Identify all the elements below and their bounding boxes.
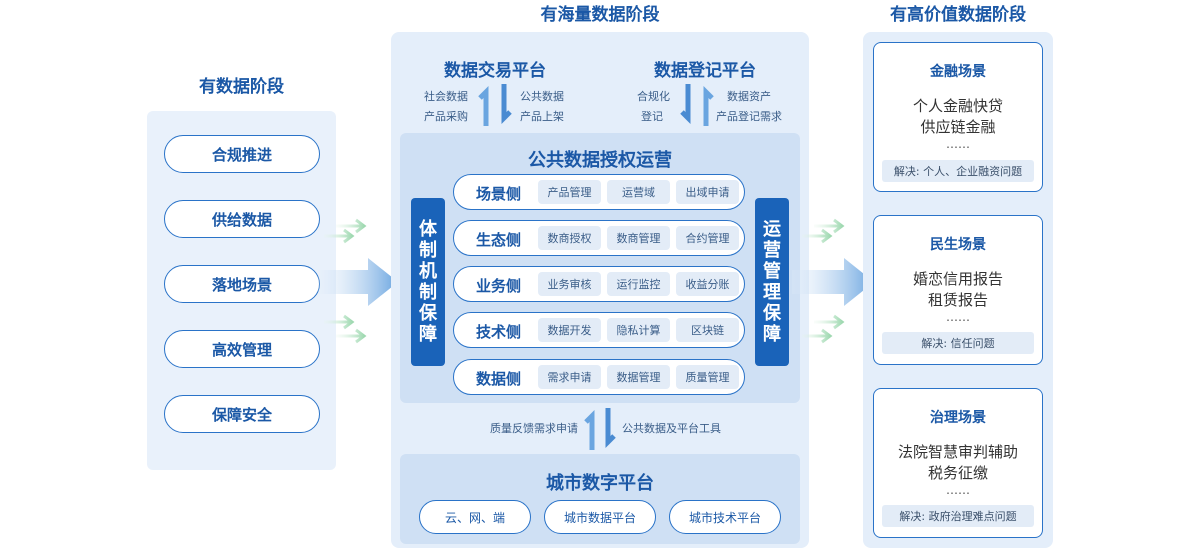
left-item-supply-data: 供给数据 xyxy=(164,200,320,238)
scenario-card-finance: 金融场景 个人金融快贷 供应链金融 …… 解决: 个人、企业融资问题 xyxy=(873,42,1043,192)
left-item-security: 保障安全 xyxy=(164,395,320,433)
row-chip: 出域申请 xyxy=(676,180,739,204)
scenario-ellipsis: …… xyxy=(946,310,970,324)
scenario-card-livelihood: 民生场景 婚恋信用报告 租赁报告 …… 解决: 信任问题 xyxy=(873,215,1043,365)
stage-title-right: 有高价值数据阶段 xyxy=(890,5,1026,25)
row-scenario-side: 场景侧 产品管理 运营域 出域申请 xyxy=(453,174,745,210)
city-item-cloud-network: 云、网、端 xyxy=(419,500,531,534)
trading-right-line-1: 公共数据 xyxy=(520,90,564,103)
row-chip: 区块链 xyxy=(676,318,739,342)
feedback-right-text: 公共数据及平台工具 xyxy=(622,422,721,435)
left-item-landing-scenario: 落地场景 xyxy=(164,265,320,303)
scenario-title: 治理场景 xyxy=(930,410,986,426)
row-chip: 产品管理 xyxy=(538,180,601,204)
trading-platform-title: 数据交易平台 xyxy=(444,61,546,81)
stage-title-left: 有数据阶段 xyxy=(199,77,284,97)
trading-left-line-1: 社会数据 xyxy=(424,90,468,103)
feedback-exchange-arrows-icon xyxy=(584,408,616,450)
right-bar-char: 营 xyxy=(763,240,781,261)
scenario-title: 金融场景 xyxy=(930,64,986,80)
row-chip: 隐私计算 xyxy=(607,318,670,342)
row-label: 生态侧 xyxy=(476,231,522,249)
registry-left-line-1: 合规化 xyxy=(637,90,670,103)
city-platform-title: 城市数字平台 xyxy=(546,473,654,494)
right-bar-char: 运 xyxy=(763,219,781,240)
scenario-line: 租赁报告 xyxy=(927,291,988,309)
row-label: 技术侧 xyxy=(476,323,522,341)
scenario-ellipsis: …… xyxy=(946,483,970,497)
right-bar-char: 理 xyxy=(763,282,781,303)
flow-arrows-right xyxy=(792,218,874,344)
row-chip: 数商授权 xyxy=(538,226,601,250)
row-chip: 收益分账 xyxy=(676,272,739,296)
trading-right-line-2: 产品上架 xyxy=(520,110,564,123)
row-label: 场景侧 xyxy=(476,185,522,203)
registry-right-line-1: 数据资产 xyxy=(727,90,771,103)
row-chip: 合约管理 xyxy=(676,226,739,250)
stage-title-middle: 有海量数据阶段 xyxy=(540,5,660,25)
scenario-line: 婚恋信用报告 xyxy=(912,270,1003,288)
row-chip: 数商管理 xyxy=(607,226,670,250)
trading-left-line-2: 产品采购 xyxy=(424,110,468,123)
left-bar-char: 障 xyxy=(419,324,437,345)
registry-left-line-2: 登记 xyxy=(641,110,663,123)
row-chip: 需求申请 xyxy=(538,365,601,389)
city-item-data-platform: 城市数据平台 xyxy=(544,500,656,534)
authorization-title: 公共数据授权运营 xyxy=(528,150,672,171)
row-chip: 业务审核 xyxy=(538,272,601,296)
trading-exchange-arrows-icon xyxy=(478,84,512,126)
scenario-line: 个人金融快贷 xyxy=(912,97,1003,115)
right-bar-char: 保 xyxy=(763,303,781,324)
row-business-side: 业务侧 业务审核 运行监控 收益分账 xyxy=(453,266,745,302)
scenario-solve-label: 解决: 政府治理难点问题 xyxy=(882,505,1034,527)
scenario-title: 民生场景 xyxy=(930,237,986,253)
scenario-line: 供应链金融 xyxy=(920,118,996,136)
row-technology-side: 技术侧 数据开发 隐私计算 区块链 xyxy=(453,312,745,348)
left-bar-char: 体 xyxy=(419,219,437,240)
left-bar-char: 制 xyxy=(419,240,437,261)
left-item-efficient-management: 高效管理 xyxy=(164,330,320,368)
registry-right-line-2: 产品登记需求 xyxy=(716,110,782,123)
flow-arrows-left xyxy=(318,218,398,344)
left-bar-char: 制 xyxy=(419,282,437,303)
left-item-compliance: 合规推进 xyxy=(164,135,320,173)
row-label: 数据侧 xyxy=(476,370,522,388)
scenario-line: 法院智慧审判辅助 xyxy=(897,443,1018,461)
scenario-solve-label: 解决: 个人、企业融资问题 xyxy=(882,160,1034,182)
scenario-card-governance: 治理场景 法院智慧审判辅助 税务征缴 …… 解决: 政府治理难点问题 xyxy=(873,388,1043,538)
right-bar-char: 管 xyxy=(763,261,781,282)
row-chip: 质量管理 xyxy=(676,365,739,389)
feedback-left-text: 质量反馈需求申请 xyxy=(490,422,578,435)
institutional-guarantee-bar: 体 制 机 制 保 障 xyxy=(411,198,445,366)
left-bar-char: 保 xyxy=(419,303,437,324)
registry-exchange-arrows-icon xyxy=(680,84,714,126)
row-chip: 数据开发 xyxy=(538,318,601,342)
scenario-ellipsis: …… xyxy=(946,137,970,151)
row-label: 业务侧 xyxy=(476,277,522,295)
registry-platform-title: 数据登记平台 xyxy=(654,61,756,81)
row-chip: 数据管理 xyxy=(607,365,670,389)
right-bar-char: 障 xyxy=(763,324,781,345)
operation-guarantee-bar: 运 营 管 理 保 障 xyxy=(755,198,789,366)
scenario-solve-label: 解决: 信任问题 xyxy=(882,332,1034,354)
left-bar-char: 机 xyxy=(419,261,437,282)
row-chip: 运营域 xyxy=(607,180,670,204)
city-item-tech-platform: 城市技术平台 xyxy=(669,500,781,534)
scenario-line: 税务征缴 xyxy=(927,464,988,482)
row-ecology-side: 生态侧 数商授权 数商管理 合约管理 xyxy=(453,220,745,256)
row-chip: 运行监控 xyxy=(607,272,670,296)
row-data-side: 数据侧 需求申请 数据管理 质量管理 xyxy=(453,359,745,395)
